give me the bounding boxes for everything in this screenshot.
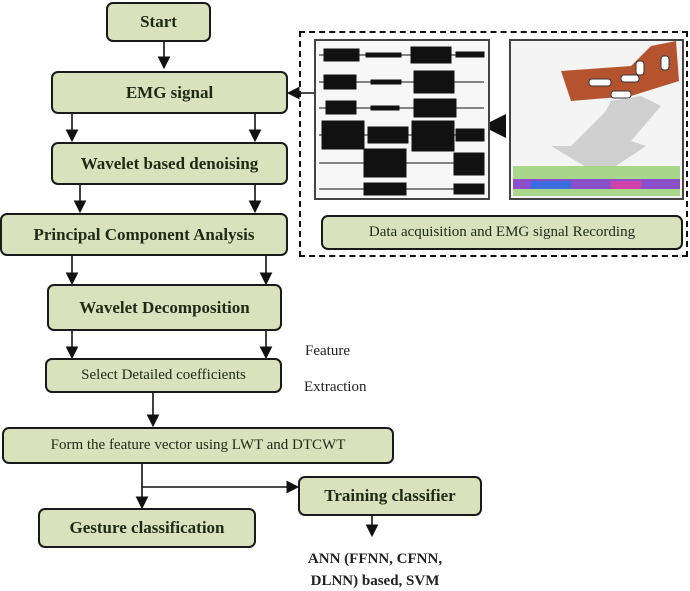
classifier-output-line-1: ANN (FFNN, CFNN, [307, 551, 443, 567]
gesture-classification-box: Gesture classification [38, 508, 256, 548]
classifier-output-line-2: DLNN) based, SVM [310, 573, 440, 589]
denoising-box: Wavelet based denoising [51, 142, 288, 185]
arm-electrode-image [509, 39, 684, 200]
classifier-output: ANN (FFNN, CFNN, DLNN) based, SVM [300, 548, 450, 591]
emg-waveform-image [314, 39, 490, 200]
acquisition-panel: Data acquisition and EMG signal Recordin… [299, 31, 688, 257]
gray-arrow-shape [551, 96, 661, 176]
start-box: Start [106, 2, 211, 42]
arm-electrode-graphic [513, 41, 680, 196]
training-classifier-box: Training classifier [298, 476, 482, 516]
select-coefficients-box: Select Detailed coefficients [45, 358, 282, 393]
wavelet-decomposition-box: Wavelet Decomposition [47, 284, 282, 331]
emg-signal-box: EMG signal [51, 71, 288, 114]
acquisition-box: Data acquisition and EMG signal Recordin… [321, 215, 683, 250]
emg-waveform-graphic [319, 46, 485, 196]
pca-box: Principal Component Analysis [0, 213, 288, 256]
feature-vector-box: Form the feature vector using LWT and DT… [2, 427, 394, 464]
extraction-label: Extraction [304, 379, 367, 395]
feature-label: Feature [305, 343, 350, 359]
